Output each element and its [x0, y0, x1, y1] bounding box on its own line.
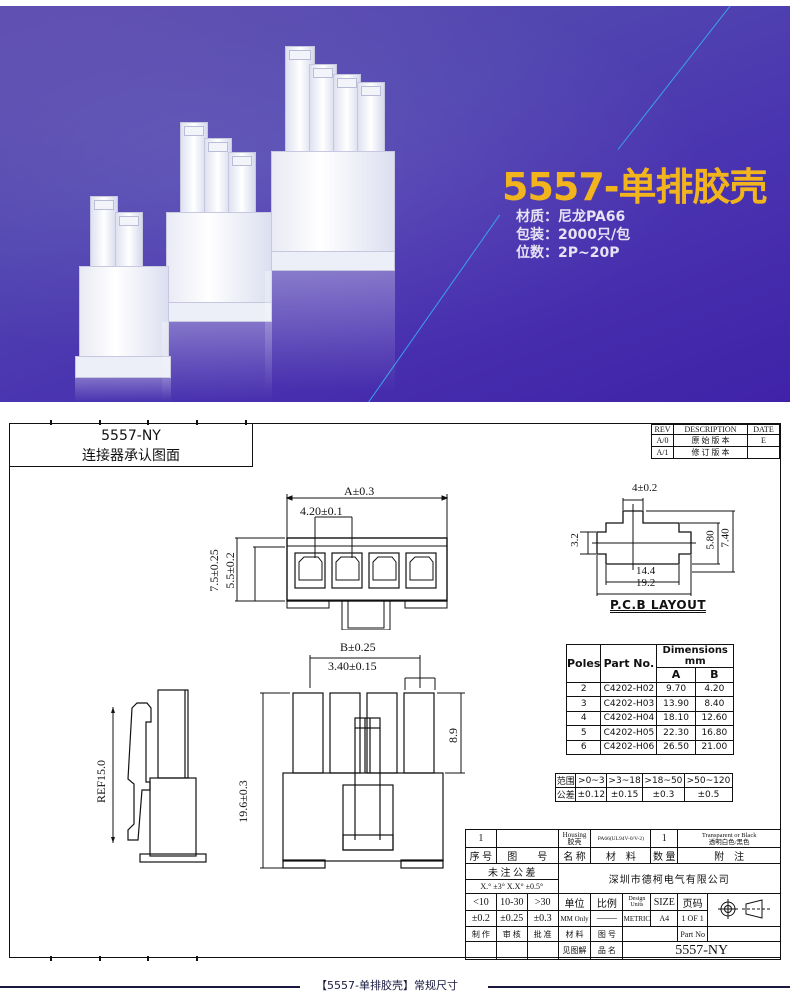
dim-height-label: 19.6±0.3	[235, 780, 250, 823]
footer-divider-right	[488, 986, 790, 988]
tolerance-table: 范围>0~3>3~18>18~50>50~120 公差±0.12±0.15±0.…	[554, 773, 734, 802]
bottom-view-drawing	[260, 655, 465, 869]
dim-ref-label: REF15.0	[94, 759, 109, 804]
spec-material: 材质：尼龙PA66	[516, 209, 626, 225]
footer-caption: 【5557-单排胶壳】常规尺寸	[316, 979, 458, 992]
dim-pitch-label: 4.20±0.1	[300, 504, 343, 518]
pcb-dim-inner-height: 5.80	[704, 530, 717, 550]
dim-a-label: A±0.3	[344, 484, 375, 498]
dim-b-label: B±0.25	[340, 640, 376, 654]
front-view-drawing	[235, 494, 449, 630]
pcb-layout-label: P.C.B LAYOUT	[610, 598, 707, 612]
product-banner: 5557-单排胶壳 材质：尼龙PA66 包装：2000只/包 位数：2P~20P	[0, 6, 790, 402]
company-name: 深圳市德柯电气有限公司	[557, 863, 782, 894]
spec-packaging: 包装：2000只/包	[516, 227, 631, 243]
pcb-dim-top: 4±0.2	[632, 482, 658, 494]
product-name: 5557-NY	[622, 941, 781, 960]
dim-tower-pitch-label: 3.40±0.15	[328, 659, 377, 673]
dim-tower-label: 8.9	[446, 728, 460, 743]
dim-height-outer-label: 7.5±0.25	[206, 549, 221, 592]
pcb-dim-outer-height: 7.40	[719, 528, 732, 548]
spec-positions: 位数：2P~20P	[516, 245, 620, 261]
pcb-dim-outer-width: 19.2	[636, 577, 656, 589]
product-title: 5557-单排胶壳	[502, 165, 768, 209]
drawing-part-number: 5557-NY	[101, 428, 161, 444]
drawing-frame	[9, 423, 781, 958]
drawing-subtitle: 连接器承认图面	[82, 448, 180, 464]
pcb-dim-left: 3.2	[568, 533, 581, 547]
third-angle-projection-icon	[718, 898, 771, 919]
pcb-layout-drawing	[580, 498, 735, 596]
dim-height-inner-label: 5.5±0.2	[222, 552, 237, 589]
side-view-drawing	[111, 689, 207, 863]
projection-symbol	[707, 893, 781, 927]
footer-divider-left	[0, 986, 300, 988]
pcb-dim-inner-width: 14.4	[636, 565, 656, 577]
drawing-title-block: 5557-NY 连接器承认图面	[9, 423, 253, 467]
